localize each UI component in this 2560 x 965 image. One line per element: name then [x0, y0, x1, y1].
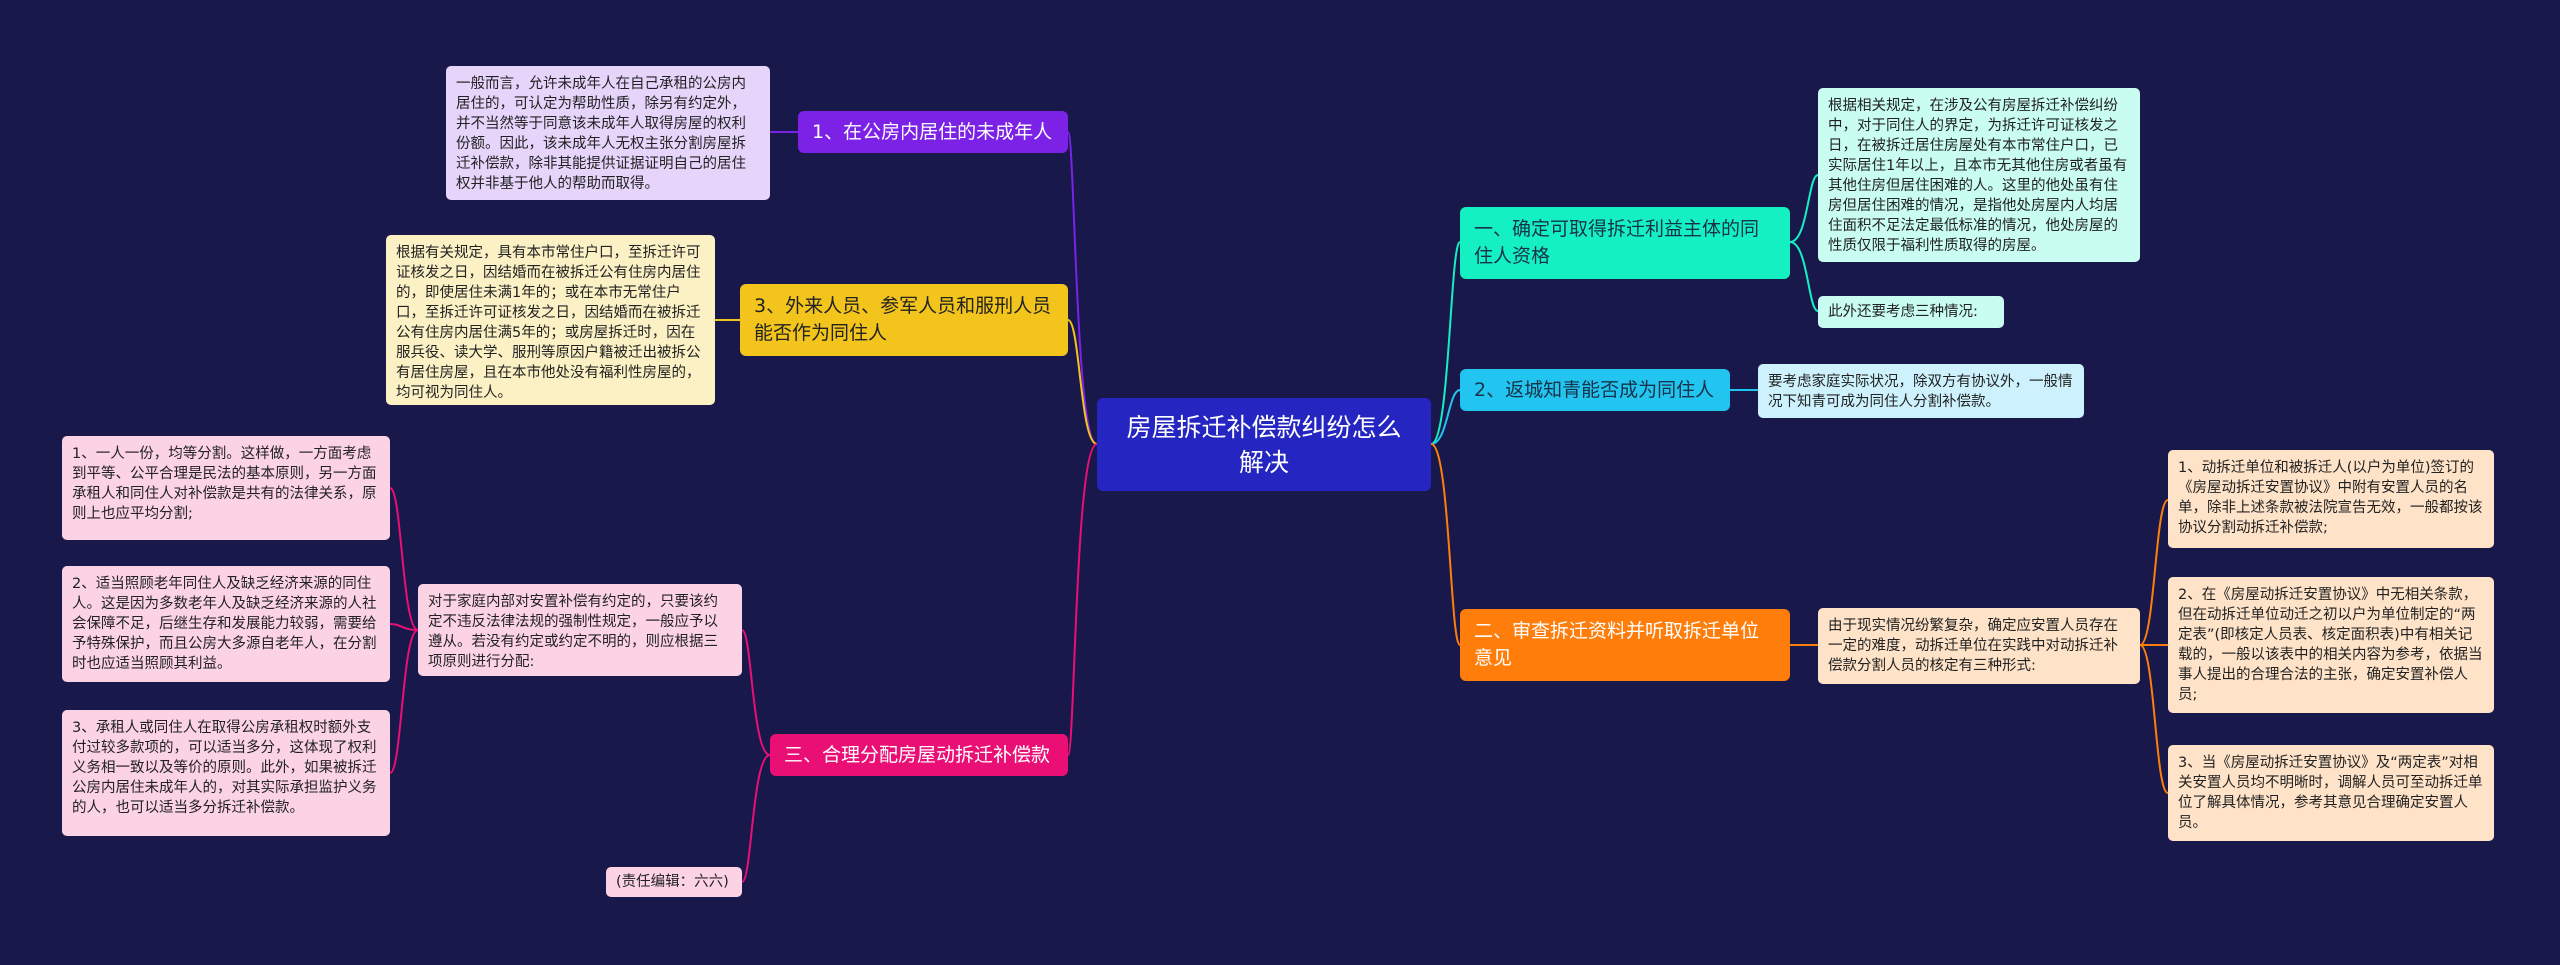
detail-text: 根据有关规定，具有本市常住户口，至拆迁许可证核发之日，因结婚而在被拆迁公有住房内…	[396, 245, 701, 401]
branch-outsiders[interactable]: 3、外来人员、参军人员和服刑人员能否作为同住人	[740, 284, 1068, 356]
link-bsan-editor	[741, 754, 771, 883]
link-forms-f1	[2139, 499, 2169, 646]
detail-minor-residents: 一般而言，允许未成年人在自己承租的公房内居住的，可认定为帮助性质，除另有约定外，…	[446, 66, 770, 200]
branch-label: 三、合理分配房屋动拆迁补偿款	[784, 743, 1051, 766]
branch-label: 一、确定可取得拆迁利益主体的同住人资格	[1474, 218, 1760, 267]
editor-note: (责任编辑：六六)	[606, 867, 742, 897]
branch-review[interactable]: 二、审查拆迁资料并听取拆迁单位意见	[1460, 609, 1790, 681]
detail-allocation: 对于家庭内部对安置补偿有约定的，只要该约定不违反法律法规的强制性规定，一般应予以…	[418, 584, 742, 676]
detail-text: 对于家庭内部对安置补偿有约定的，只要该约定不违反法律法规的强制性规定，一般应予以…	[428, 594, 718, 670]
link-root-byi	[1430, 241, 1461, 445]
detail-three-cases: 此外还要考虑三种情况:	[1818, 296, 2004, 328]
form-2: 2、在《房屋动拆迁安置协议》中无相关条款，但在动拆迁单位动迁之初以户为单位制定的…	[2168, 577, 2494, 713]
form-text: 3、当《房屋动拆迁安置协议》及“两定表”对相关安置人员均不明晰时，调解人员可至动…	[2178, 755, 2483, 831]
principle-text: 2、适当照顾老年同住人及缺乏经济来源的同住人。这是因为多数老年人及缺乏经济来源的…	[72, 576, 377, 672]
form-1: 1、动拆迁单位和被拆迁人(以户为单位)签订的《房屋动拆迁安置协议》中附有安置人员…	[2168, 450, 2494, 548]
detail-youth: 要考虑家庭实际状况，除双方有协议外，一般情况下知青可成为同住人分割补偿款。	[1758, 364, 2084, 418]
form-text: 2、在《房屋动拆迁安置协议》中无相关条款，但在动拆迁单位动迁之初以户为单位制定的…	[2178, 587, 2483, 703]
form-text: 1、动拆迁单位和被拆迁人(以户为单位)签订的《房屋动拆迁安置协议》中附有安置人员…	[2178, 460, 2483, 536]
branch-allocation[interactable]: 三、合理分配房屋动拆迁补偿款	[770, 734, 1068, 776]
branch-label: 3、外来人员、参军人员和服刑人员能否作为同住人	[754, 295, 1052, 344]
principle-text: 1、一人一份，均等分割。这样做，一方面考虑到平等、公平合理是民法的基本原则，另一…	[72, 446, 377, 522]
detail-qualification: 根据相关规定，在涉及公有房屋拆迁补偿纠纷中，对于同住人的界定，为拆迁许可证核发之…	[1818, 88, 2140, 262]
branch-label: 1、在公房内居住的未成年人	[812, 120, 1053, 143]
branch-label: 二、审查拆迁资料并听取拆迁单位意见	[1474, 620, 1760, 669]
editor-text: (责任编辑：六六)	[616, 874, 729, 890]
branch-youth[interactable]: 2、返城知青能否成为同住人	[1460, 369, 1730, 411]
branch-label: 2、返城知青能否成为同住人	[1474, 378, 1715, 401]
root-topic-label: 房屋拆迁补偿款纠纷怎么解决	[1126, 412, 1402, 477]
link-leaf-p3	[389, 629, 419, 774]
link-byi-leaf2	[1789, 241, 1819, 312]
link-byi-leaf1	[1789, 174, 1819, 243]
detail-text: 要考虑家庭实际状况，除双方有协议外，一般情况下知青可成为同住人分割补偿款。	[1768, 374, 2073, 410]
link-forms-f3	[2139, 644, 2169, 794]
principle-text: 3、承租人或同住人在取得公房承租权时额外支付过较多款项的，可以适当多分，这体现了…	[72, 720, 377, 816]
link-root-b3	[1067, 319, 1098, 445]
detail-text: 一般而言，允许未成年人在自己承租的公房内居住的，可认定为帮助性质，除另有约定外，…	[456, 76, 746, 192]
principle-1: 1、一人一份，均等分割。这样做，一方面考虑到平等、公平合理是民法的基本原则，另一…	[62, 436, 390, 540]
link-root-bsan	[1067, 443, 1098, 756]
branch-qualification[interactable]: 一、确定可取得拆迁利益主体的同住人资格	[1460, 207, 1790, 279]
detail-review: 由于现实情况纷繁复杂，确定应安置人员存在一定的难度，动拆迁单位在实践中对动拆迁补…	[1818, 608, 2140, 684]
detail-text: 此外还要考虑三种情况:	[1828, 304, 1978, 320]
form-3: 3、当《房屋动拆迁安置协议》及“两定表”对相关安置人员均不明晰时，调解人员可至动…	[2168, 745, 2494, 841]
principle-3: 3、承租人或同住人在取得公房承租权时额外支付过较多款项的，可以适当多分，这体现了…	[62, 710, 390, 836]
link-bsan-leaf	[741, 629, 771, 756]
link-root-b2	[1430, 389, 1461, 445]
link-root-ber	[1430, 443, 1461, 646]
detail-outsiders: 根据有关规定，具有本市常住户口，至拆迁许可证核发之日，因结婚而在被拆迁公有住房内…	[386, 235, 715, 405]
root-topic[interactable]: 房屋拆迁补偿款纠纷怎么解决	[1097, 398, 1431, 491]
principle-2: 2、适当照顾老年同住人及缺乏经济来源的同住人。这是因为多数老年人及缺乏经济来源的…	[62, 566, 390, 682]
link-root-b1	[1067, 131, 1098, 445]
detail-text: 根据相关规定，在涉及公有房屋拆迁补偿纠纷中，对于同住人的界定，为拆迁许可证核发之…	[1828, 98, 2128, 254]
link-leaf-p1	[389, 487, 419, 631]
branch-minor-residents[interactable]: 1、在公房内居住的未成年人	[798, 111, 1068, 153]
detail-text: 由于现实情况纷繁复杂，确定应安置人员存在一定的难度，动拆迁单位在实践中对动拆迁补…	[1828, 618, 2118, 674]
link-leaf-p2	[389, 623, 419, 631]
